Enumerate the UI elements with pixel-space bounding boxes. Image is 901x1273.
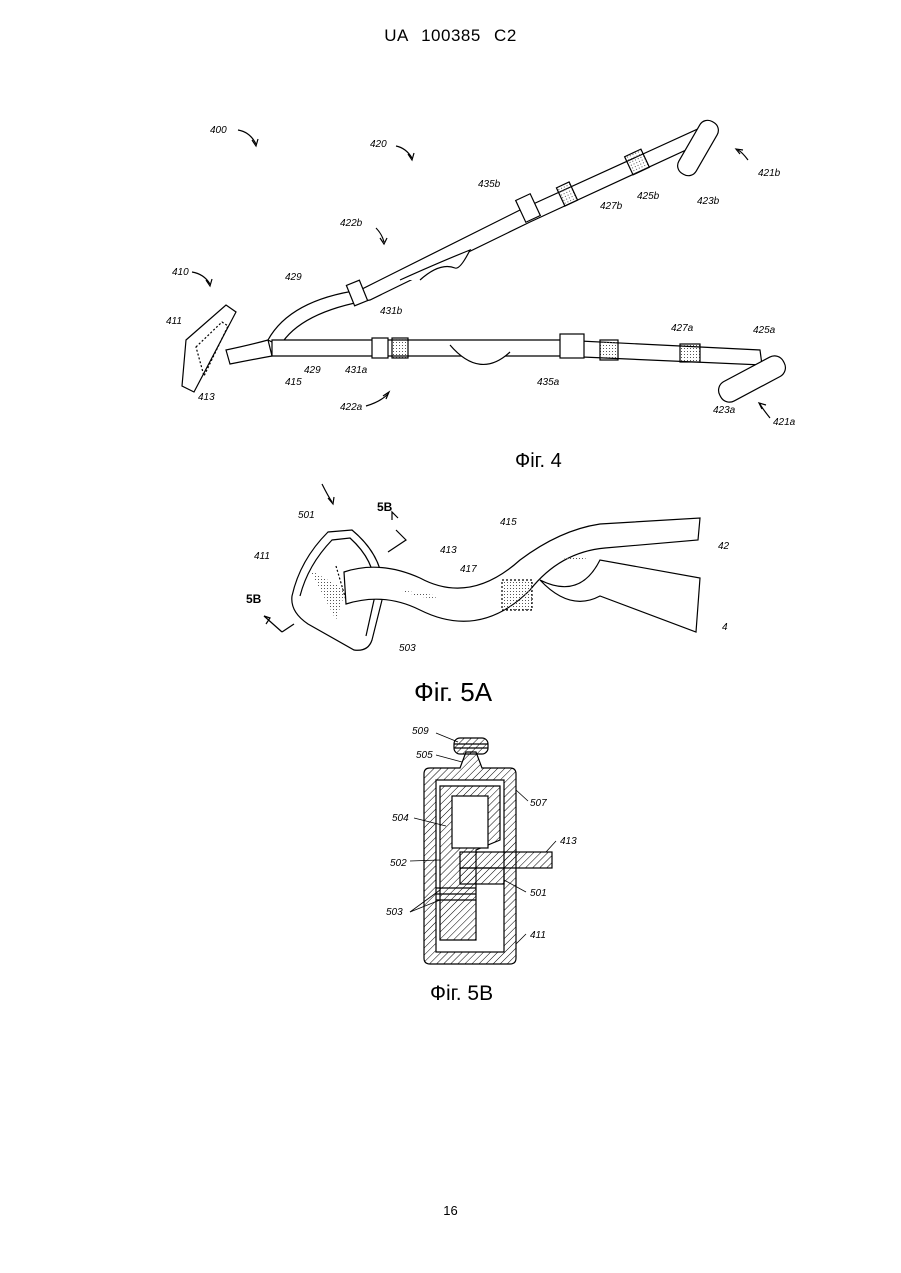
label-435b: 435b	[478, 179, 501, 190]
figure-5a-drawing	[264, 484, 700, 650]
label-504: 504	[392, 813, 409, 824]
label-427b: 427b	[600, 201, 623, 212]
label-411-5b: 411	[530, 930, 546, 941]
figure-5b-caption: Фіг. 5B	[430, 982, 493, 1006]
label-503-5b: 503	[386, 907, 403, 918]
label-429-lower: 429	[304, 365, 321, 376]
label-42-cut: 42	[718, 541, 730, 552]
label-429-upper: 429	[285, 272, 302, 283]
anchor-plate-411	[182, 305, 236, 392]
label-413: 413	[198, 392, 215, 403]
label-410: 410	[172, 267, 189, 278]
label-425b: 425b	[637, 191, 660, 202]
label-502: 502	[390, 858, 407, 869]
buckle-431a	[372, 338, 388, 358]
label-411-5a: 411	[254, 551, 270, 562]
label-413-5b: 413	[560, 836, 577, 847]
label-431a: 431a	[345, 365, 368, 376]
label-501: 501	[298, 510, 315, 521]
label-400: 400	[210, 125, 227, 136]
label-425a: 425a	[753, 325, 776, 336]
label-417: 417	[460, 564, 477, 575]
figure-4-labels: 400 420 421b 435b 425b 423b 427b 422b 42…	[166, 125, 796, 428]
label-4-cut: 4	[722, 622, 728, 633]
buckle-435a	[560, 334, 584, 358]
label-415-5a: 415	[500, 517, 517, 528]
label-421b: 421b	[758, 168, 781, 179]
figure-4-drawing	[182, 117, 789, 418]
cap-509	[454, 738, 488, 754]
label-435a: 435a	[537, 377, 560, 388]
label-413-5a: 413	[440, 545, 457, 556]
patch-417	[502, 580, 532, 610]
label-427a: 427a	[671, 323, 694, 334]
label-422a: 422a	[340, 402, 363, 413]
strap-413-5b	[460, 852, 552, 868]
figure-5a-caption: Фіг. 5A	[414, 677, 492, 708]
label-501-5b: 501	[530, 888, 547, 899]
label-415: 415	[285, 377, 302, 388]
label-423a: 423a	[713, 405, 736, 416]
label-421a: 421a	[773, 417, 796, 428]
label-431b: 431b	[380, 306, 403, 317]
page-number: 16	[0, 1203, 901, 1218]
label-509: 509	[412, 726, 429, 737]
label-505: 505	[416, 750, 433, 761]
label-507: 507	[530, 798, 547, 809]
label-5B-top: 5B	[377, 500, 393, 514]
figure-4-caption: Фіг. 4	[515, 450, 562, 473]
label-423b: 423b	[697, 196, 720, 207]
connector-strap-413	[226, 340, 272, 364]
label-411: 411	[166, 316, 182, 327]
label-5B-bottom: 5B	[246, 592, 262, 606]
label-422b: 422b	[340, 218, 363, 229]
label-503-5a: 503	[399, 643, 416, 654]
label-420: 420	[370, 139, 387, 150]
